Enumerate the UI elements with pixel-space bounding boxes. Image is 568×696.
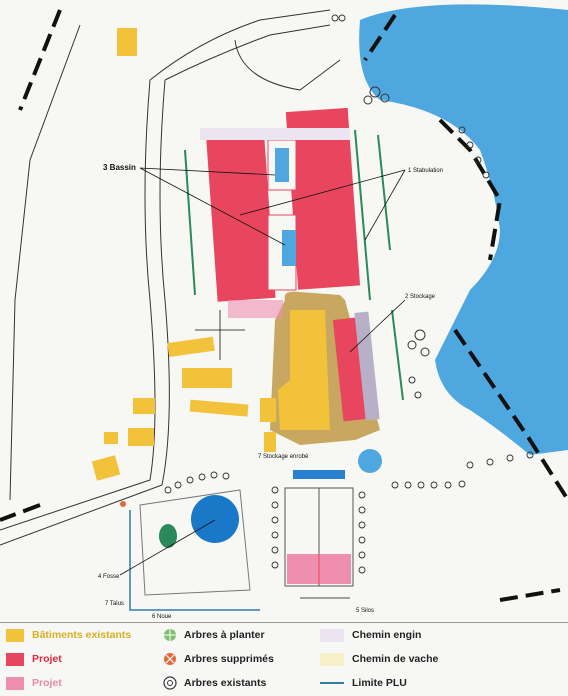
legend-label: Projet — [32, 653, 62, 665]
leader-lines — [119, 167, 406, 599]
legend-label: Bâtiments existants — [32, 629, 132, 641]
existing-building-center — [278, 310, 330, 430]
legend-swatch — [320, 652, 344, 666]
talus-zone — [139, 489, 251, 596]
legend-swatch — [6, 676, 24, 690]
label-stockage: 2 Stockage — [405, 294, 436, 300]
legend: Bâtiments existants Projet Projet Arbres… — [0, 622, 568, 696]
legend-engine-path: Chemin engin — [320, 627, 421, 643]
tree-removed-icon — [164, 653, 176, 665]
tree-existing-icon — [163, 676, 177, 690]
fosse — [191, 495, 239, 543]
legend-label: Limite PLU — [352, 677, 407, 689]
label-fosse: 4 Fosse — [98, 574, 120, 580]
legend-trees-removed: Arbres supprimés — [162, 651, 274, 667]
legend-project: Projet — [6, 651, 62, 667]
legend-swatch — [320, 628, 344, 642]
label-stockage-enrobe: 7 Stockage enrobé — [258, 454, 309, 460]
label-noue: 6 Noue — [152, 614, 172, 620]
legend-trees-to-plant: Arbres à planter — [162, 627, 265, 643]
shore-trees — [363, 86, 430, 399]
existing-buildings-left — [91, 336, 276, 481]
map-drawing: 3 Bassin 1 Stabulation 2 Stockage 7 Stoc… — [0, 4, 568, 620]
hedges — [184, 129, 404, 401]
existing-building-top — [117, 28, 137, 56]
project-strip — [228, 300, 283, 318]
green-zone — [159, 524, 177, 548]
plu-boundary-right — [363, 13, 568, 602]
red-point — [120, 501, 126, 507]
legend-existing-buildings: Bâtiments existants — [6, 627, 131, 643]
engine-path-top — [200, 128, 350, 140]
legend-plu-limit: Limite PLU — [320, 675, 407, 691]
lake — [359, 4, 568, 455]
basin-bottom — [282, 230, 296, 266]
tree-plant-icon — [164, 629, 176, 641]
stockage-enrobe — [293, 470, 345, 479]
legend-label: Projet — [32, 677, 62, 689]
legend-label: Arbres à planter — [184, 629, 265, 641]
legend-project-light: Projet — [6, 675, 62, 691]
plu-boundary-left — [0, 9, 62, 522]
basin-top — [275, 148, 289, 182]
legend-label: Chemin de vache — [352, 653, 439, 665]
existing-tree-rows — [164, 14, 534, 574]
legend-trees-existing: Arbres existants — [162, 675, 266, 691]
basin-round — [358, 449, 382, 473]
legend-swatch — [6, 652, 24, 666]
legend-swatch — [6, 628, 24, 642]
label-stabulation: 1 Stabulation — [408, 168, 443, 174]
legend-cow-path: Chemin de vache — [320, 651, 438, 667]
legend-label: Arbres supprimés — [184, 653, 274, 665]
legend-label: Arbres existants — [184, 677, 267, 689]
legend-line-swatch — [320, 682, 344, 684]
label-silos: 5 Silos — [356, 608, 374, 614]
legend-label: Chemin engin — [352, 629, 422, 641]
label-basin: 3 Bassin — [103, 163, 136, 172]
stockage-gray — [354, 311, 380, 421]
noue-line — [129, 510, 260, 611]
label-talus: 7 Talus — [105, 601, 124, 607]
